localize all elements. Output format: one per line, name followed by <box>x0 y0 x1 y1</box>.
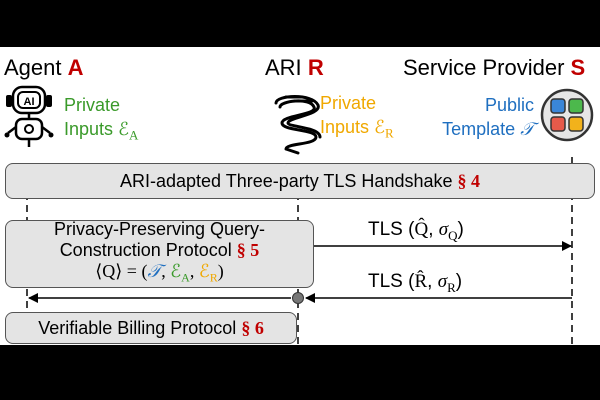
ari-inputs-label: Private Inputs ℰR <box>320 93 394 141</box>
query-construction-box: Privacy-Preserving Query- Construction P… <box>5 219 314 288</box>
provider-header: Service Provider S <box>403 55 586 80</box>
app-grid-icon <box>540 88 594 142</box>
query-message-label: TLS (Q̂, σQ) <box>368 219 464 243</box>
svg-text:AI: AI <box>24 96 35 108</box>
serpentine-coil-icon <box>274 95 322 155</box>
agent-inputs-label: Private Inputs ℰA <box>64 95 139 143</box>
ari-header: ARI R <box>265 55 324 80</box>
tls-handshake-box: ARI-adapted Three-party TLS Handshake § … <box>5 163 595 199</box>
provider-template-label: Public Template 𝒯 <box>442 95 534 139</box>
verifiable-billing-box: Verifiable Billing Protocol § 6 <box>5 312 297 344</box>
agent-header: Agent A <box>4 55 84 80</box>
ari-relay-dot <box>292 292 304 304</box>
response-message-label: TLS (R̂, σR) <box>368 271 463 295</box>
robot-ai-icon: AI <box>4 85 54 147</box>
protocol-diagram: Agent A ARI R Service Provider S AI P <box>0 47 600 345</box>
